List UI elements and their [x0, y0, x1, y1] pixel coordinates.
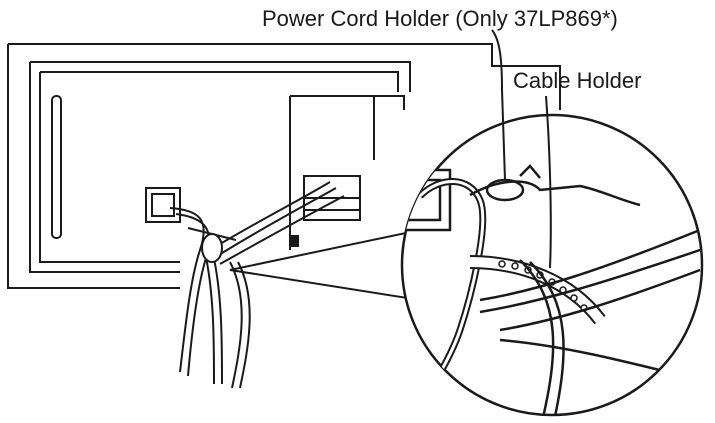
power-cord-holder-label: Power Cord Holder (Only 37LP869*) — [262, 6, 618, 31]
cables-main — [169, 181, 345, 389]
cable-holder-label: Cable Holder — [513, 68, 642, 93]
handle-slot — [51, 95, 62, 239]
ac-inlet — [145, 187, 181, 223]
leader-lines — [491, 29, 552, 269]
magnified-detail — [400, 113, 704, 417]
tv-back — [7, 43, 561, 289]
callout-pointer — [229, 228, 421, 302]
